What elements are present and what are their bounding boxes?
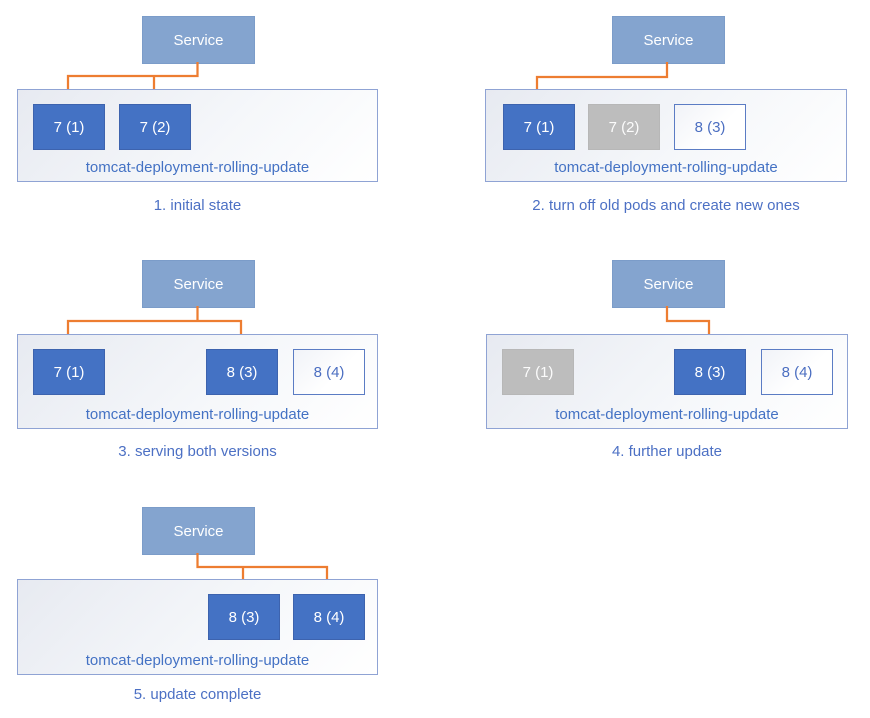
pod-label: 7 (2) (139, 118, 171, 136)
pod: 8 (3) (674, 349, 746, 395)
service-box: Service (142, 507, 255, 555)
panel-update-complete: Service 8 (3) 8 (4) tomcat-deployment-ro… (0, 480, 435, 718)
deployment-box: 7 (1) 8 (3) 8 (4) tomcat-deployment-roll… (17, 334, 378, 429)
panel-initial-state: Service 7 (1) 7 (2) tomcat-deployment-ro… (0, 0, 435, 240)
pod: 7 (1) (503, 104, 575, 150)
deployment-box: 7 (1) 7 (2) 8 (3) tomcat-deployment-roll… (485, 89, 847, 182)
deployment-box: 8 (3) 8 (4) tomcat-deployment-rolling-up… (17, 579, 378, 675)
pod: 8 (3) (206, 349, 278, 395)
panel-further-update: Service 7 (1) 8 (3) 8 (4) tomcat-deploym… (435, 240, 870, 480)
deployment-label: tomcat-deployment-rolling-update (85, 652, 310, 669)
pod-label: 8 (4) (313, 363, 345, 381)
service-label: Service (643, 275, 694, 293)
service-label: Service (173, 275, 224, 293)
deployment-label: tomcat-deployment-rolling-update (555, 406, 779, 423)
service-box: Service (142, 260, 255, 308)
pod-label: 8 (4) (781, 363, 813, 381)
deployment-label: tomcat-deployment-rolling-update (554, 159, 778, 176)
pod-label: 7 (1) (53, 118, 85, 136)
service-label: Service (173, 522, 224, 540)
panel-caption: 3. serving both versions (118, 443, 277, 460)
pod: 8 (4) (293, 349, 365, 395)
pod: 7 (2) (119, 104, 191, 150)
service-label: Service (643, 31, 694, 49)
pod-label: 7 (1) (53, 363, 85, 381)
pod: 7 (1) (502, 349, 574, 395)
panel-serving-both-versions: Service 7 (1) 8 (3) 8 (4) tomcat-deploym… (0, 240, 435, 480)
pod-label: 8 (4) (313, 608, 345, 626)
pod-label: 8 (3) (694, 363, 726, 381)
pod: 8 (3) (674, 104, 746, 150)
pod-label: 7 (2) (608, 118, 640, 136)
deployment-label: tomcat-deployment-rolling-update (85, 159, 310, 176)
panel-turn-off-old-pods: Service 7 (1) 7 (2) 8 (3) tomcat-deploym… (435, 0, 870, 240)
panel-caption: 4. further update (611, 443, 723, 460)
pod: 7 (1) (33, 349, 105, 395)
pod-label: 8 (3) (228, 608, 260, 626)
service-box: Service (142, 16, 255, 64)
service-box: Service (612, 16, 725, 64)
panel-caption: 5. update complete (133, 686, 262, 703)
panel-caption: 1. initial state (153, 197, 242, 214)
service-box: Service (612, 260, 725, 308)
pod-label: 8 (3) (226, 363, 258, 381)
pod: 8 (4) (761, 349, 833, 395)
deployment-box: 7 (1) 8 (3) 8 (4) tomcat-deployment-roll… (486, 334, 848, 429)
pod-label: 7 (1) (523, 118, 555, 136)
pod: 7 (2) (588, 104, 660, 150)
pod: 7 (1) (33, 104, 105, 150)
deployment-label: tomcat-deployment-rolling-update (85, 406, 310, 423)
pod-label: 7 (1) (522, 363, 554, 381)
deployment-box: 7 (1) 7 (2) tomcat-deployment-rolling-up… (17, 89, 378, 182)
pod: 8 (4) (293, 594, 365, 640)
service-label: Service (173, 31, 224, 49)
pod-label: 8 (3) (694, 118, 726, 136)
panel-caption: 2. turn off old pods and create new ones (532, 197, 800, 214)
pod: 8 (3) (208, 594, 280, 640)
